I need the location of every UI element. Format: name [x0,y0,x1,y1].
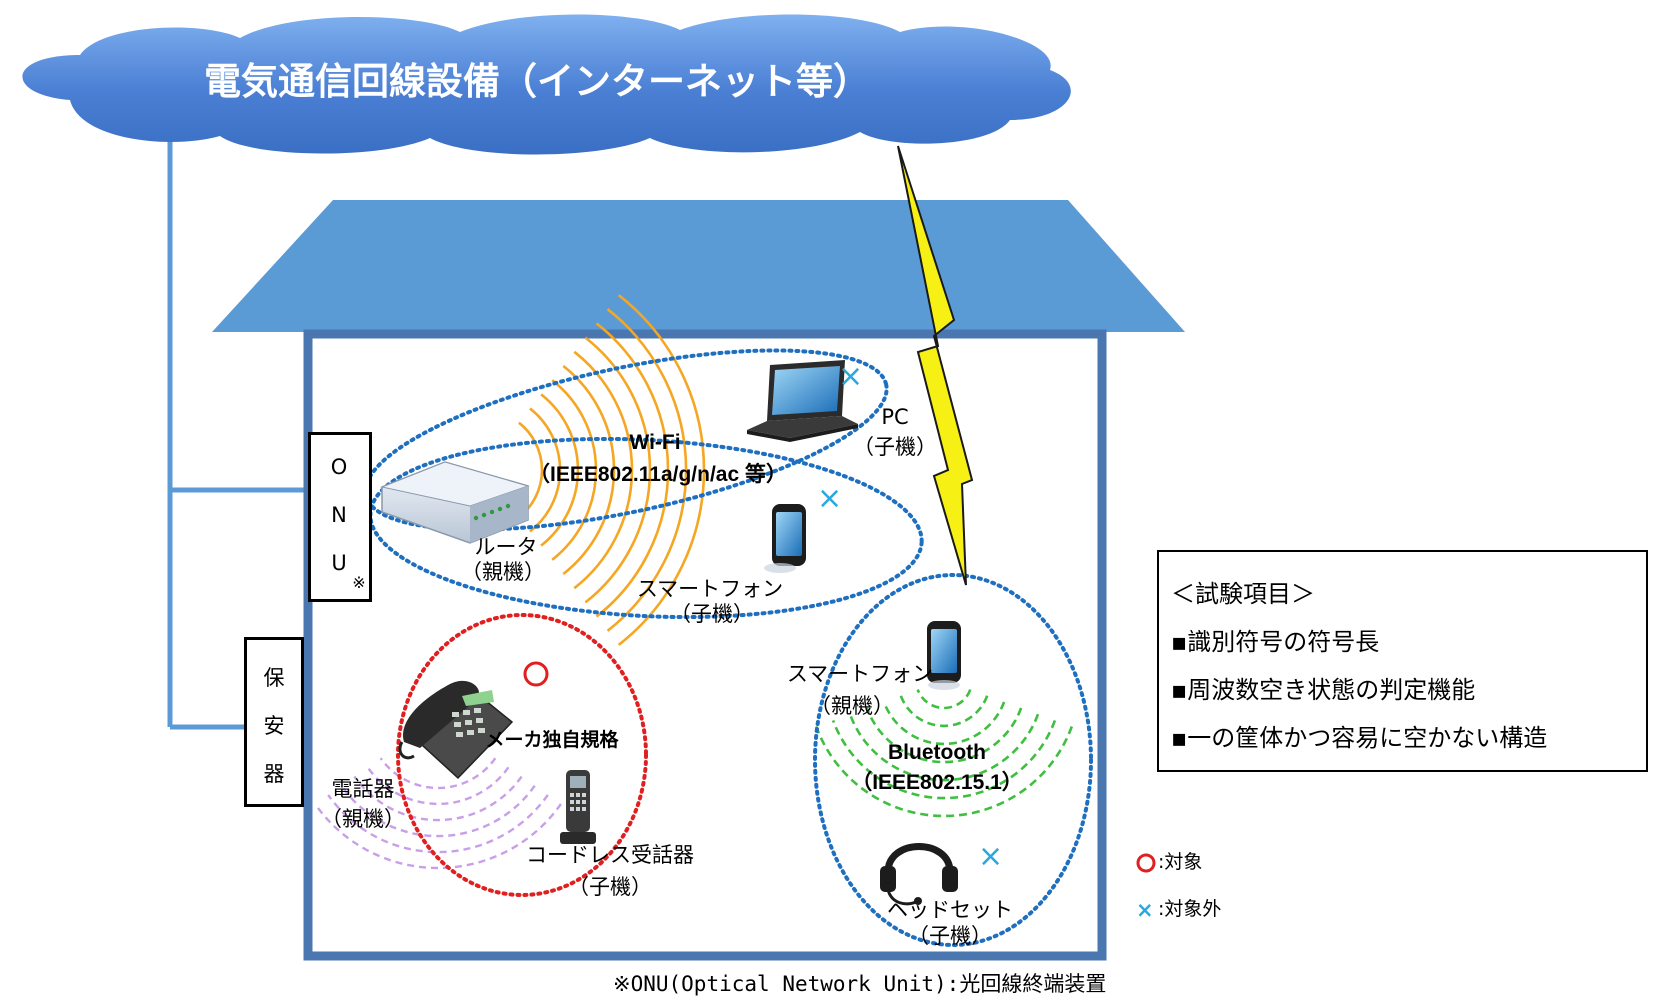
pc-excluded-mark: × [838,359,864,394]
maker-wave-1 [379,757,497,790]
bt-wave-4 [865,707,1023,764]
onu-char-2: N [331,503,347,527]
test-item-2: ▪周波数空き状態の判定機能 [1171,676,1476,704]
onu-note-mark: ※ [352,573,366,592]
ellipse-maker [396,613,648,897]
wifi-wave-9 [606,308,688,632]
bt-wave-6 [831,719,1057,800]
smartphone-child-label: スマートフォン [636,577,784,601]
legend-excluded-symbol: × [1136,898,1154,922]
phone-label: 電話器 [331,777,395,801]
bluetooth-waves [814,689,1074,818]
footnote: ※ONU(Optical Network Unit):光回線終端装置 [613,972,1107,996]
maker-label: メーカ独自規格 [485,730,619,751]
onu-char-3: U [331,551,347,575]
maker-wave-5 [327,794,549,854]
wifi-spec: （IEEE802.11a/g/n/ac 等） [529,463,787,486]
cordless-role: （子機） [568,875,652,899]
wifi-wave-10 [617,294,706,646]
cordless-handset-icon [560,770,596,844]
headset-label: ヘッドセット [887,898,1013,922]
legend-target-symbol [1136,853,1156,873]
wifi-wave-2 [529,407,562,533]
onu-char-1: O [330,455,348,479]
cloud-shape [22,14,1071,155]
cloud-title: 電気通信回線設備（インターネット等） [204,60,870,103]
maker-wave-4 [340,785,536,838]
bt-wave-3 [882,701,1006,746]
smartphone-parent-icon [927,621,961,690]
wifi-wave-6 [573,350,634,590]
headset-excluded-mark: × [978,839,1004,874]
wifi-label: Wi-Fi [629,431,681,454]
laptop-icon [747,360,858,442]
ellipse-bluetooth [813,573,1093,947]
target-mark [523,661,549,687]
maker-wave-6 [314,803,562,870]
house-walls [303,329,1107,961]
pc-label: PC [881,405,909,429]
legend-excluded-label: :対象外 [1158,898,1222,920]
router-role: （親機） [461,560,545,584]
lightning-icon [897,145,974,586]
wifi-wave-3 [540,393,580,547]
protector-char-3: 器 [263,762,285,786]
onu-box: O N U ※ [308,432,372,602]
test-item-3: ▪一の筐体かつ容易に空かない構造 [1171,724,1548,752]
protector-char-1: 保 [263,666,285,690]
router-icon [380,461,530,544]
protector-box: 保 安 器 [244,637,304,807]
test-items-title: ＜試験項目＞ [1171,580,1315,608]
smartphone-parent-label: スマートフォン [786,662,934,686]
protector-char-2: 安 [263,714,285,738]
bt-wave-5 [848,713,1040,782]
maker-waves [314,757,562,870]
cordless-label: コードレス受話器 [526,843,694,867]
smartphone-child-icon [764,504,806,573]
bluetooth-label: Bluetooth [888,741,986,764]
legend-target-label: :対象 [1158,851,1203,873]
maker-wave-3 [353,775,523,822]
house-roof [212,200,1185,332]
wifi-wave-5 [562,364,616,576]
desk-phone-icon [398,680,514,780]
test-items-box: ＜試験項目＞ ▪識別符号の符号長 ▪周波数空き状態の判定機能 ▪一の筐体かつ容易… [1157,550,1648,772]
wifi-wave-4 [551,379,598,561]
pc-role: （子機） [853,435,937,459]
router-label: ルータ [474,535,538,559]
smartphone-parent-role: （親機） [810,694,894,718]
smartphone-child-excluded-mark: × [817,481,843,516]
smartphone-child-role: （子機） [670,602,754,626]
bluetooth-spec: （IEEE802.15.1） [851,771,1023,794]
phone-role: （親機） [321,807,405,831]
headset-icon [880,843,958,906]
bt-wave-2 [899,695,989,728]
headset-role: （子機） [908,924,992,948]
wifi-wave-8 [595,322,670,618]
bt-wave-1 [916,689,972,710]
test-item-1: ▪識別符号の符号長 [1171,628,1380,656]
